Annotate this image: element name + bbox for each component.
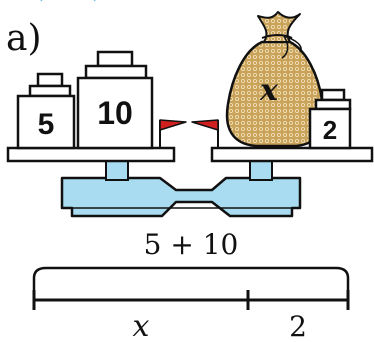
weight-2-label: 2 (323, 115, 337, 145)
right-post (250, 160, 272, 180)
weight-10: 10 (78, 52, 152, 148)
weight-5: 5 (18, 74, 74, 148)
left-pointer-flag (160, 120, 186, 148)
bag-label: x (259, 73, 279, 108)
segment-x-label: x (133, 309, 150, 342)
segment-2-label: 2 (289, 310, 307, 342)
left-pan (8, 148, 174, 161)
money-bag-x: x (227, 12, 323, 146)
weight-5-label: 5 (38, 108, 55, 141)
scale-base (62, 178, 300, 216)
sum-brace (34, 268, 348, 290)
segment-line (34, 290, 348, 310)
problem-label: a) (6, 18, 42, 59)
right-pan (212, 148, 372, 161)
sum-expression: 5 + 10 (144, 228, 239, 261)
left-post (106, 160, 128, 180)
weight-10-label: 10 (97, 95, 133, 131)
right-pointer-flag (192, 120, 218, 148)
